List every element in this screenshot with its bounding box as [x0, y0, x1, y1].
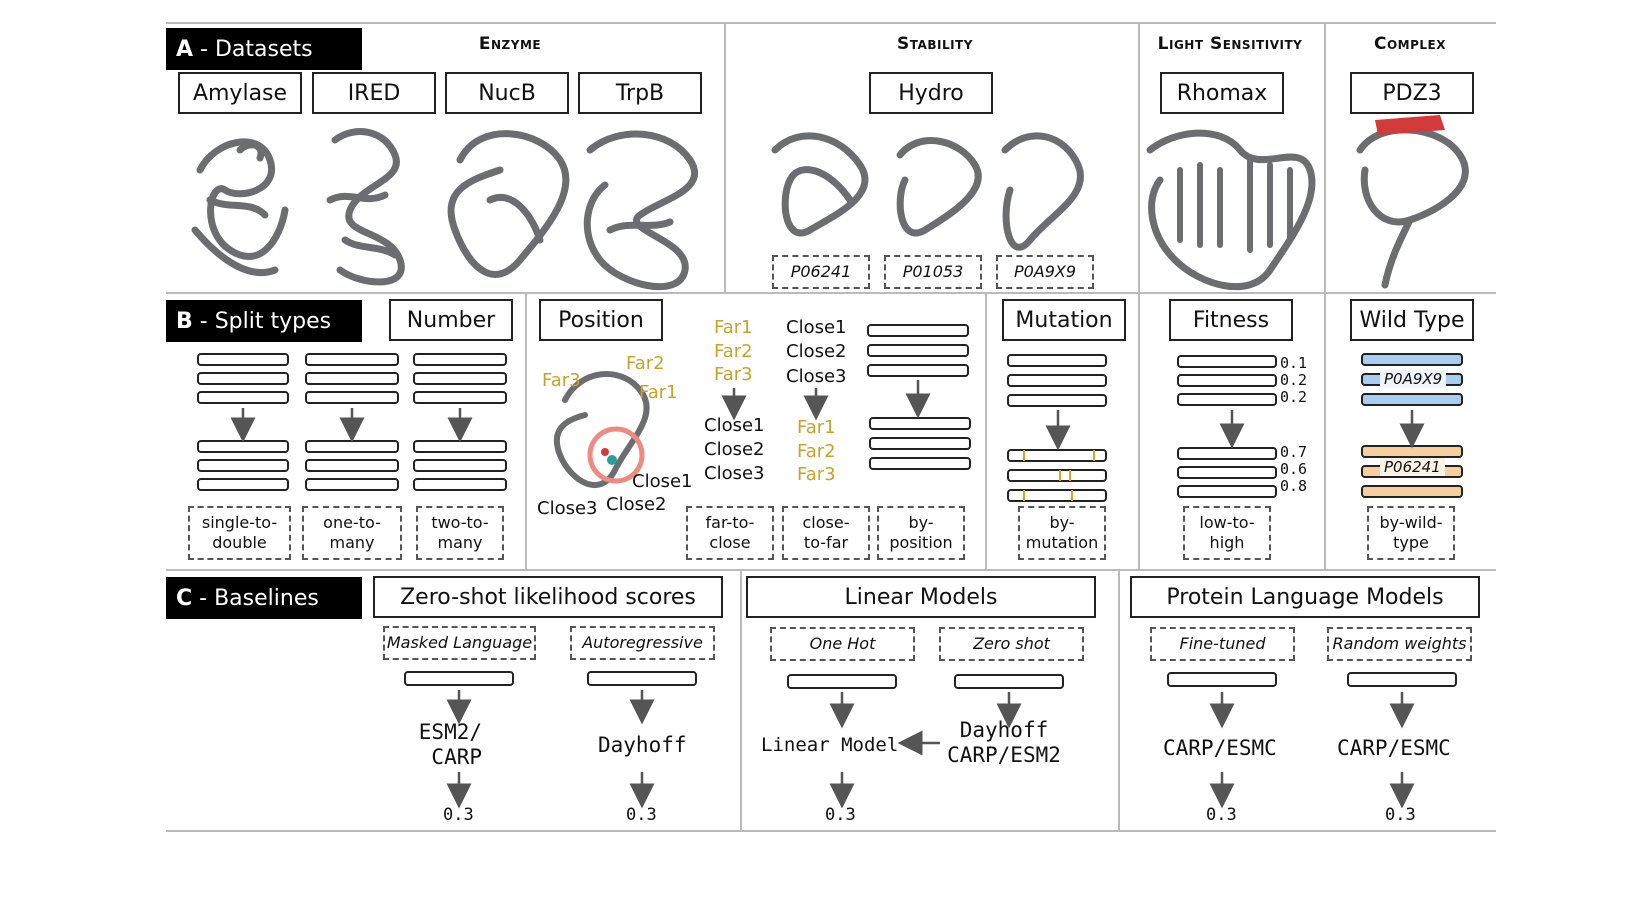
category-light: Light Sensitivity [1157, 34, 1303, 54]
sub-autoregressive: Autoregressive [570, 626, 715, 660]
section-b-label: B - Split types [166, 300, 362, 342]
label-single-to-double: single-to-double [188, 506, 291, 560]
dataset-amylase: Amylase [178, 72, 302, 114]
ftc-far1: Far1 [714, 317, 753, 338]
category-enzyme: Enzyme [478, 34, 542, 54]
label-low-to-high: low-to-high [1183, 506, 1271, 560]
baseline-linear: Linear Models [746, 576, 1096, 618]
score-linear: 0.3 [825, 805, 856, 825]
category-stability: Stability [897, 34, 973, 54]
pos-close3-label: Close3 [537, 498, 598, 519]
baseline-plm: Protein Language Models [1130, 576, 1480, 618]
ctf-close3: Close3 [786, 366, 847, 387]
score-masked: 0.3 [443, 805, 474, 825]
dataset-pdz3: PDZ3 [1350, 72, 1474, 114]
label-by-mutation: by-mutation [1018, 506, 1106, 560]
split-wildtype: Wild Type [1350, 299, 1474, 341]
split-position: Position [539, 299, 663, 341]
stability-id-2: P01053 [884, 255, 982, 289]
fit-bot-2: 0.8 [1280, 477, 1308, 495]
baseline-zero-shot: Zero-shot likelihood scores [373, 576, 723, 618]
stability-id-1: P06241 [772, 255, 870, 289]
ftc-far3: Far3 [714, 364, 753, 385]
fit-top-1: 0.2 [1280, 371, 1308, 389]
sub-zero-shot: Zero shot [939, 627, 1084, 661]
ctf-close2: Close2 [786, 341, 847, 362]
dataset-nucb: NucB [445, 72, 569, 114]
ftc-close2: Close2 [704, 439, 765, 460]
sub-one-hot: One Hot [770, 627, 915, 661]
ctf-far2: Far2 [797, 441, 836, 462]
fit-top-0: 0.1 [1280, 354, 1308, 372]
ctf-far1: Far1 [797, 417, 836, 438]
split-mutation: Mutation [1002, 299, 1126, 341]
score-autoreg: 0.3 [626, 805, 657, 825]
label-one-to-many: one-to-many [302, 506, 402, 560]
stability-id-3: P0A9X9 [996, 255, 1094, 289]
label-far-to-close: far-to-close [686, 506, 774, 560]
score-random: 0.3 [1385, 805, 1416, 825]
model-dayhoff: Dayhoff [598, 733, 687, 757]
label-by-wild-type: by-wild-type [1367, 506, 1455, 560]
model-carp-esmc-2: CARP/ESMC [1337, 736, 1451, 760]
section-c-label: C - Baselines [166, 577, 362, 619]
model-carp-esmc-1: CARP/ESMC [1163, 736, 1277, 760]
label-by-position: by-position [877, 506, 965, 560]
section-a-label: A - Datasets [166, 28, 362, 70]
sub-fine-tuned: Fine-tuned [1150, 627, 1295, 661]
fit-top-2: 0.2 [1280, 388, 1308, 406]
ftc-close1: Close1 [704, 415, 765, 436]
category-complex: Complex [1373, 34, 1446, 54]
sub-random-weights: Random weights [1327, 627, 1472, 661]
pos-close1-label: Close1 [632, 471, 693, 492]
dataset-ired: IRED [312, 72, 436, 114]
ctf-far3: Far3 [797, 464, 836, 485]
dataset-trpb: TrpB [578, 72, 702, 114]
split-fitness: Fitness [1169, 299, 1293, 341]
wt-top-id: P0A9X9 [1380, 370, 1447, 388]
dataset-hydro: Hydro [869, 72, 993, 114]
pos-close2-label: Close2 [606, 494, 667, 515]
pos-far1-label: Far1 [639, 382, 678, 403]
score-finetuned: 0.3 [1206, 805, 1237, 825]
split-number: Number [389, 299, 513, 341]
fit-bot-1: 0.6 [1280, 460, 1308, 478]
ftc-close3: Close3 [704, 463, 765, 484]
ctf-close1: Close1 [786, 317, 847, 338]
sub-masked-language: Masked Language [383, 626, 536, 660]
ftc-far2: Far2 [714, 341, 753, 362]
wt-bottom-id: P06241 [1380, 458, 1445, 476]
label-close-to-far: close-to-far [782, 506, 870, 560]
dataset-rhomax: Rhomax [1160, 72, 1284, 114]
fit-bot-0: 0.7 [1280, 443, 1308, 461]
pos-far3-label: Far3 [542, 370, 581, 391]
model-linear: Linear Model [761, 734, 899, 756]
model-dayhoff-carp-esm2: Dayhoff CARP/ESM2 [947, 718, 1061, 767]
label-two-to-many: two-to-many [416, 506, 504, 560]
model-esm2-carp: ESM2/ CARP [418, 720, 482, 769]
pos-far2-label: Far2 [626, 353, 665, 374]
